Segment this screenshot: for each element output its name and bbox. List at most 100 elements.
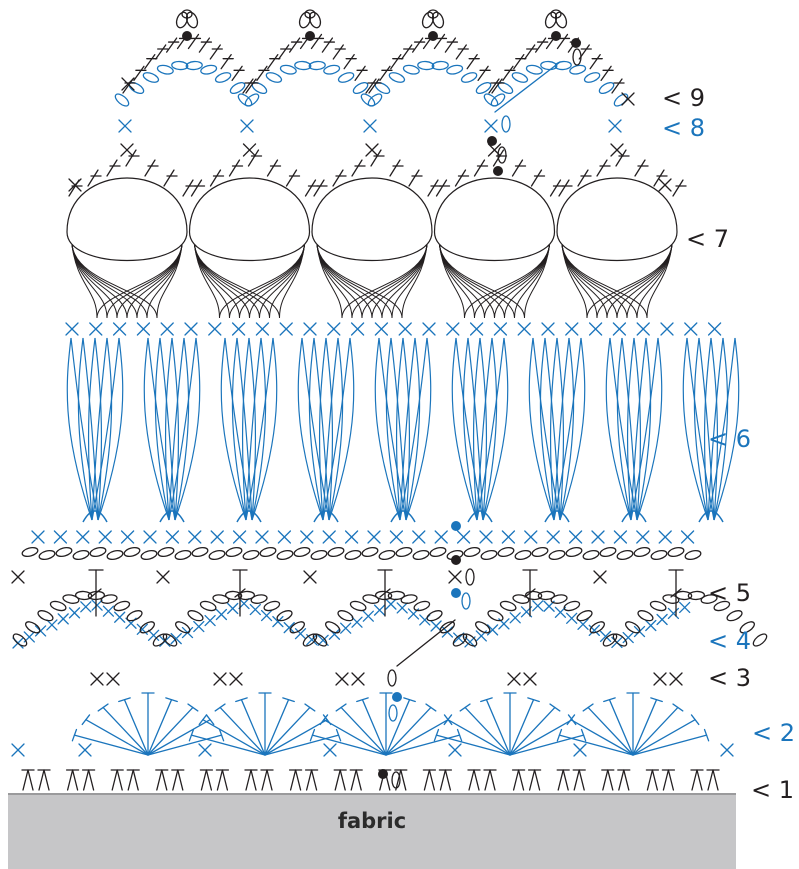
row4-sc: [509, 612, 521, 624]
chain-oval: [171, 60, 189, 71]
row7-hdc: [454, 169, 467, 187]
row4-sc: [57, 613, 69, 625]
row4-sc: [328, 628, 341, 640]
chain-oval: [352, 82, 369, 95]
row6-sc: [31, 530, 45, 544]
row6-long-stitch: [698, 337, 715, 521]
row9-hdc: [343, 54, 355, 70]
row2-fan-stitch: [580, 728, 587, 742]
row1-stitch: [22, 769, 29, 791]
row2-fan-stitch: [566, 714, 576, 726]
row6-sc: [456, 530, 471, 544]
chain-oval: [388, 704, 398, 722]
chain-oval: [625, 621, 641, 634]
row6-long-stitch: [245, 337, 262, 521]
row7-hdc: [435, 179, 448, 197]
row7-hdc: [530, 169, 543, 187]
chain-oval: [565, 546, 583, 558]
row6-long-stitch: [390, 337, 407, 521]
row1-stitch: [439, 769, 447, 791]
row6-sc: [232, 530, 247, 544]
row7-hdc: [596, 159, 608, 177]
row7-sc: [658, 178, 672, 192]
slip-stitch-dot: [182, 31, 192, 41]
row1-stitch: [350, 769, 357, 791]
row2-fan-stitch: [123, 699, 149, 756]
row2-fan-stitch: [549, 703, 561, 712]
row6-long-stitch: [462, 337, 478, 521]
row6-long-stitch: [479, 337, 488, 521]
row6-long-stitch: [168, 337, 197, 521]
row7-stitch: [464, 244, 550, 319]
row3-sc: [335, 672, 349, 686]
row2-fan-stitch: [340, 706, 387, 756]
row6-sc: [255, 530, 269, 544]
row3-sc: [653, 672, 667, 686]
picot-loop: [185, 11, 199, 29]
row2-sc: [78, 743, 92, 757]
row6-sc: [636, 322, 650, 336]
row7-hdc: [577, 169, 589, 187]
picot-loop: [550, 9, 562, 19]
row3-sc: [669, 672, 683, 686]
row6-loop: [621, 510, 647, 523]
row2-sc: [198, 743, 212, 757]
row6-loop: [236, 510, 262, 523]
row6-sc: [591, 530, 605, 544]
chain-oval: [327, 546, 345, 558]
row2-fan-stitch: [632, 734, 708, 756]
row7-stitch: [71, 244, 148, 319]
row1-stitch: [428, 769, 436, 791]
chain-oval: [263, 600, 281, 612]
row6-long-stitch: [476, 337, 505, 521]
row6-long-stitch: [245, 337, 274, 521]
row6-sc: [565, 322, 579, 336]
chain-oval: [583, 72, 601, 83]
row6-sc: [255, 322, 270, 336]
chain-oval: [237, 590, 256, 601]
row2-fan-stitch: [205, 714, 215, 726]
row4-sc: [68, 607, 81, 619]
chain-oval: [387, 590, 406, 601]
chain-oval: [395, 546, 413, 558]
row6-long-stitch: [399, 337, 428, 521]
row1-stitch: [289, 769, 297, 791]
row5-dc: [379, 588, 391, 598]
row7-stitch: [219, 244, 305, 319]
row6-sc: [501, 530, 516, 544]
row4-sc: [396, 602, 408, 614]
chain-oval: [548, 549, 566, 561]
row4-sc: [46, 619, 58, 631]
row6-long-stitch: [301, 337, 330, 521]
row4-sc: [532, 600, 544, 612]
row6-long-stitch: [66, 337, 93, 521]
chain-oval: [156, 64, 174, 75]
row7-sc: [487, 143, 502, 157]
row7-stitch: [194, 244, 280, 319]
row7-stitch: [194, 244, 270, 319]
row2-fan-stitch: [335, 728, 342, 742]
row9-hdc: [513, 54, 525, 70]
chain-oval: [563, 600, 581, 612]
row2-sc: [573, 743, 587, 757]
chain-oval: [537, 590, 556, 601]
row6-sc: [279, 322, 293, 336]
row4-sc: [667, 607, 680, 620]
row6-sc: [707, 322, 722, 336]
row1-stitch: [177, 769, 184, 791]
row9-hdc: [390, 54, 402, 70]
chain-oval: [174, 549, 192, 561]
row2-fan-stitch: [356, 697, 369, 703]
row7-stitch: [341, 244, 428, 319]
row2-fan-stitch: [304, 703, 316, 712]
chain-oval: [360, 93, 376, 107]
chain-oval: [554, 60, 572, 71]
chain-oval: [463, 546, 481, 558]
row1-stitch: [38, 769, 45, 791]
row2-fan-stitch: [464, 706, 511, 756]
row4-sc: [351, 616, 363, 628]
row7-hdc: [228, 159, 241, 177]
row1-stitch: [444, 769, 452, 791]
chain-oval: [487, 610, 504, 622]
row4-sc: [317, 634, 329, 646]
